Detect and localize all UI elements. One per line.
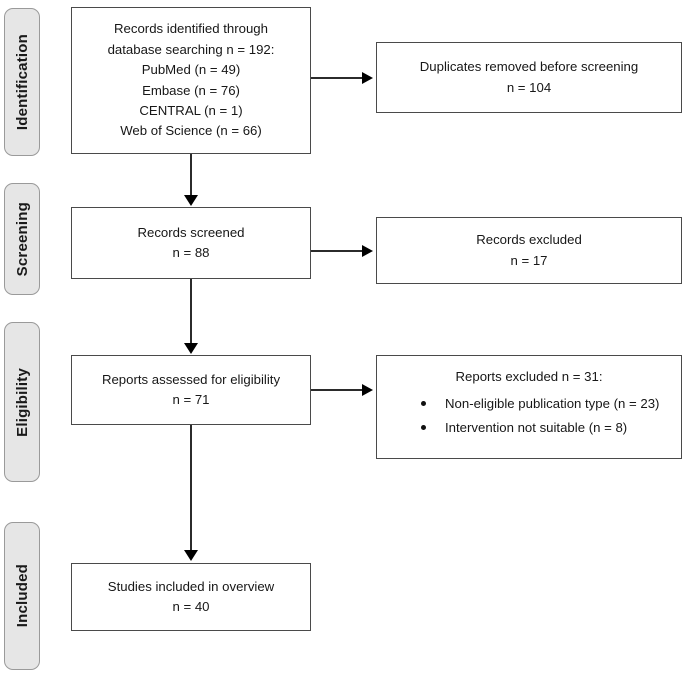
box-reports-assessed-line-1: Reports assessed for eligibility <box>101 371 281 387</box>
arrowhead-right-icon <box>362 384 373 396</box>
box-duplicates-removed: Duplicates removed before screening n = … <box>376 42 682 113</box>
box-records-excluded-line-1: Records excluded <box>476 232 582 248</box>
reports-excluded-reason-list: Non-eligible publication type (n = 23) I… <box>385 394 673 441</box>
box-reports-excluded: Reports excluded n = 31: Non-eligible pu… <box>376 355 682 459</box>
box-records-excluded: Records excluded n = 17 <box>376 217 682 284</box>
arrowhead-right-icon <box>362 245 373 257</box>
list-item: Intervention not suitable (n = 8) <box>421 418 673 438</box>
stage-tab-screening-label: Screening <box>13 201 31 277</box>
box-duplicates-removed-line-2: n = 104 <box>506 79 552 95</box>
stage-tab-identification: Identification <box>4 8 40 156</box>
box-reports-excluded-title: Reports excluded n = 31: <box>455 369 603 384</box>
box-records-screened-line-1: Records screened <box>137 224 245 240</box>
stage-tab-identification-label: Identification <box>13 33 31 131</box>
stage-tab-eligibility-label: Eligibility <box>13 367 31 437</box>
list-item: Non-eligible publication type (n = 23) <box>421 394 673 414</box>
arrowhead-down-icon <box>184 343 198 354</box>
box-records-excluded-line-2: n = 17 <box>510 252 548 268</box>
stage-tab-screening: Screening <box>4 183 40 295</box>
stage-tab-included-label: Included <box>13 564 31 628</box>
box-records-identified-line-1: Records identified through <box>114 21 268 37</box>
stage-tab-included: Included <box>4 522 40 670</box>
box-studies-included-line-2: n = 40 <box>172 599 210 614</box>
arrowhead-right-icon <box>362 72 373 84</box>
box-records-identified-line-5: CENTRAL (n = 1) <box>139 102 243 118</box>
connector-eligibility-to-included <box>190 425 192 551</box>
arrowhead-down-icon <box>184 195 198 206</box>
connector-screened-to-excluded <box>311 250 363 252</box>
connector-identified-to-screened <box>190 154 192 196</box>
box-reports-assessed: Reports assessed for eligibility n = 71 <box>71 355 311 425</box>
box-records-identified-line-6: Web of Science (n = 66) <box>120 123 262 139</box>
connector-eligibility-to-excluded <box>311 389 363 391</box>
connector-identified-to-duplicates <box>311 77 363 79</box>
box-studies-included-line-1: Studies included in overview <box>107 578 275 594</box>
box-records-identified: Records identified through database sear… <box>71 7 311 154</box>
box-records-screened-line-2: n = 88 <box>172 245 210 260</box>
box-studies-included: Studies included in overview n = 40 <box>71 563 311 631</box>
box-duplicates-removed-line-1: Duplicates removed before screening <box>419 59 639 75</box>
box-records-screened: Records screened n = 88 <box>71 207 311 279</box>
box-records-identified-line-4: Embase (n = 76) <box>142 82 240 98</box>
box-records-identified-line-3: PubMed (n = 49) <box>141 62 241 78</box>
connector-screened-to-eligibility <box>190 279 192 344</box>
box-reports-assessed-line-2: n = 71 <box>172 392 210 407</box>
arrowhead-down-icon <box>184 550 198 561</box>
box-records-identified-line-2: database searching n = 192: <box>107 41 275 57</box>
stage-tab-eligibility: Eligibility <box>4 322 40 482</box>
